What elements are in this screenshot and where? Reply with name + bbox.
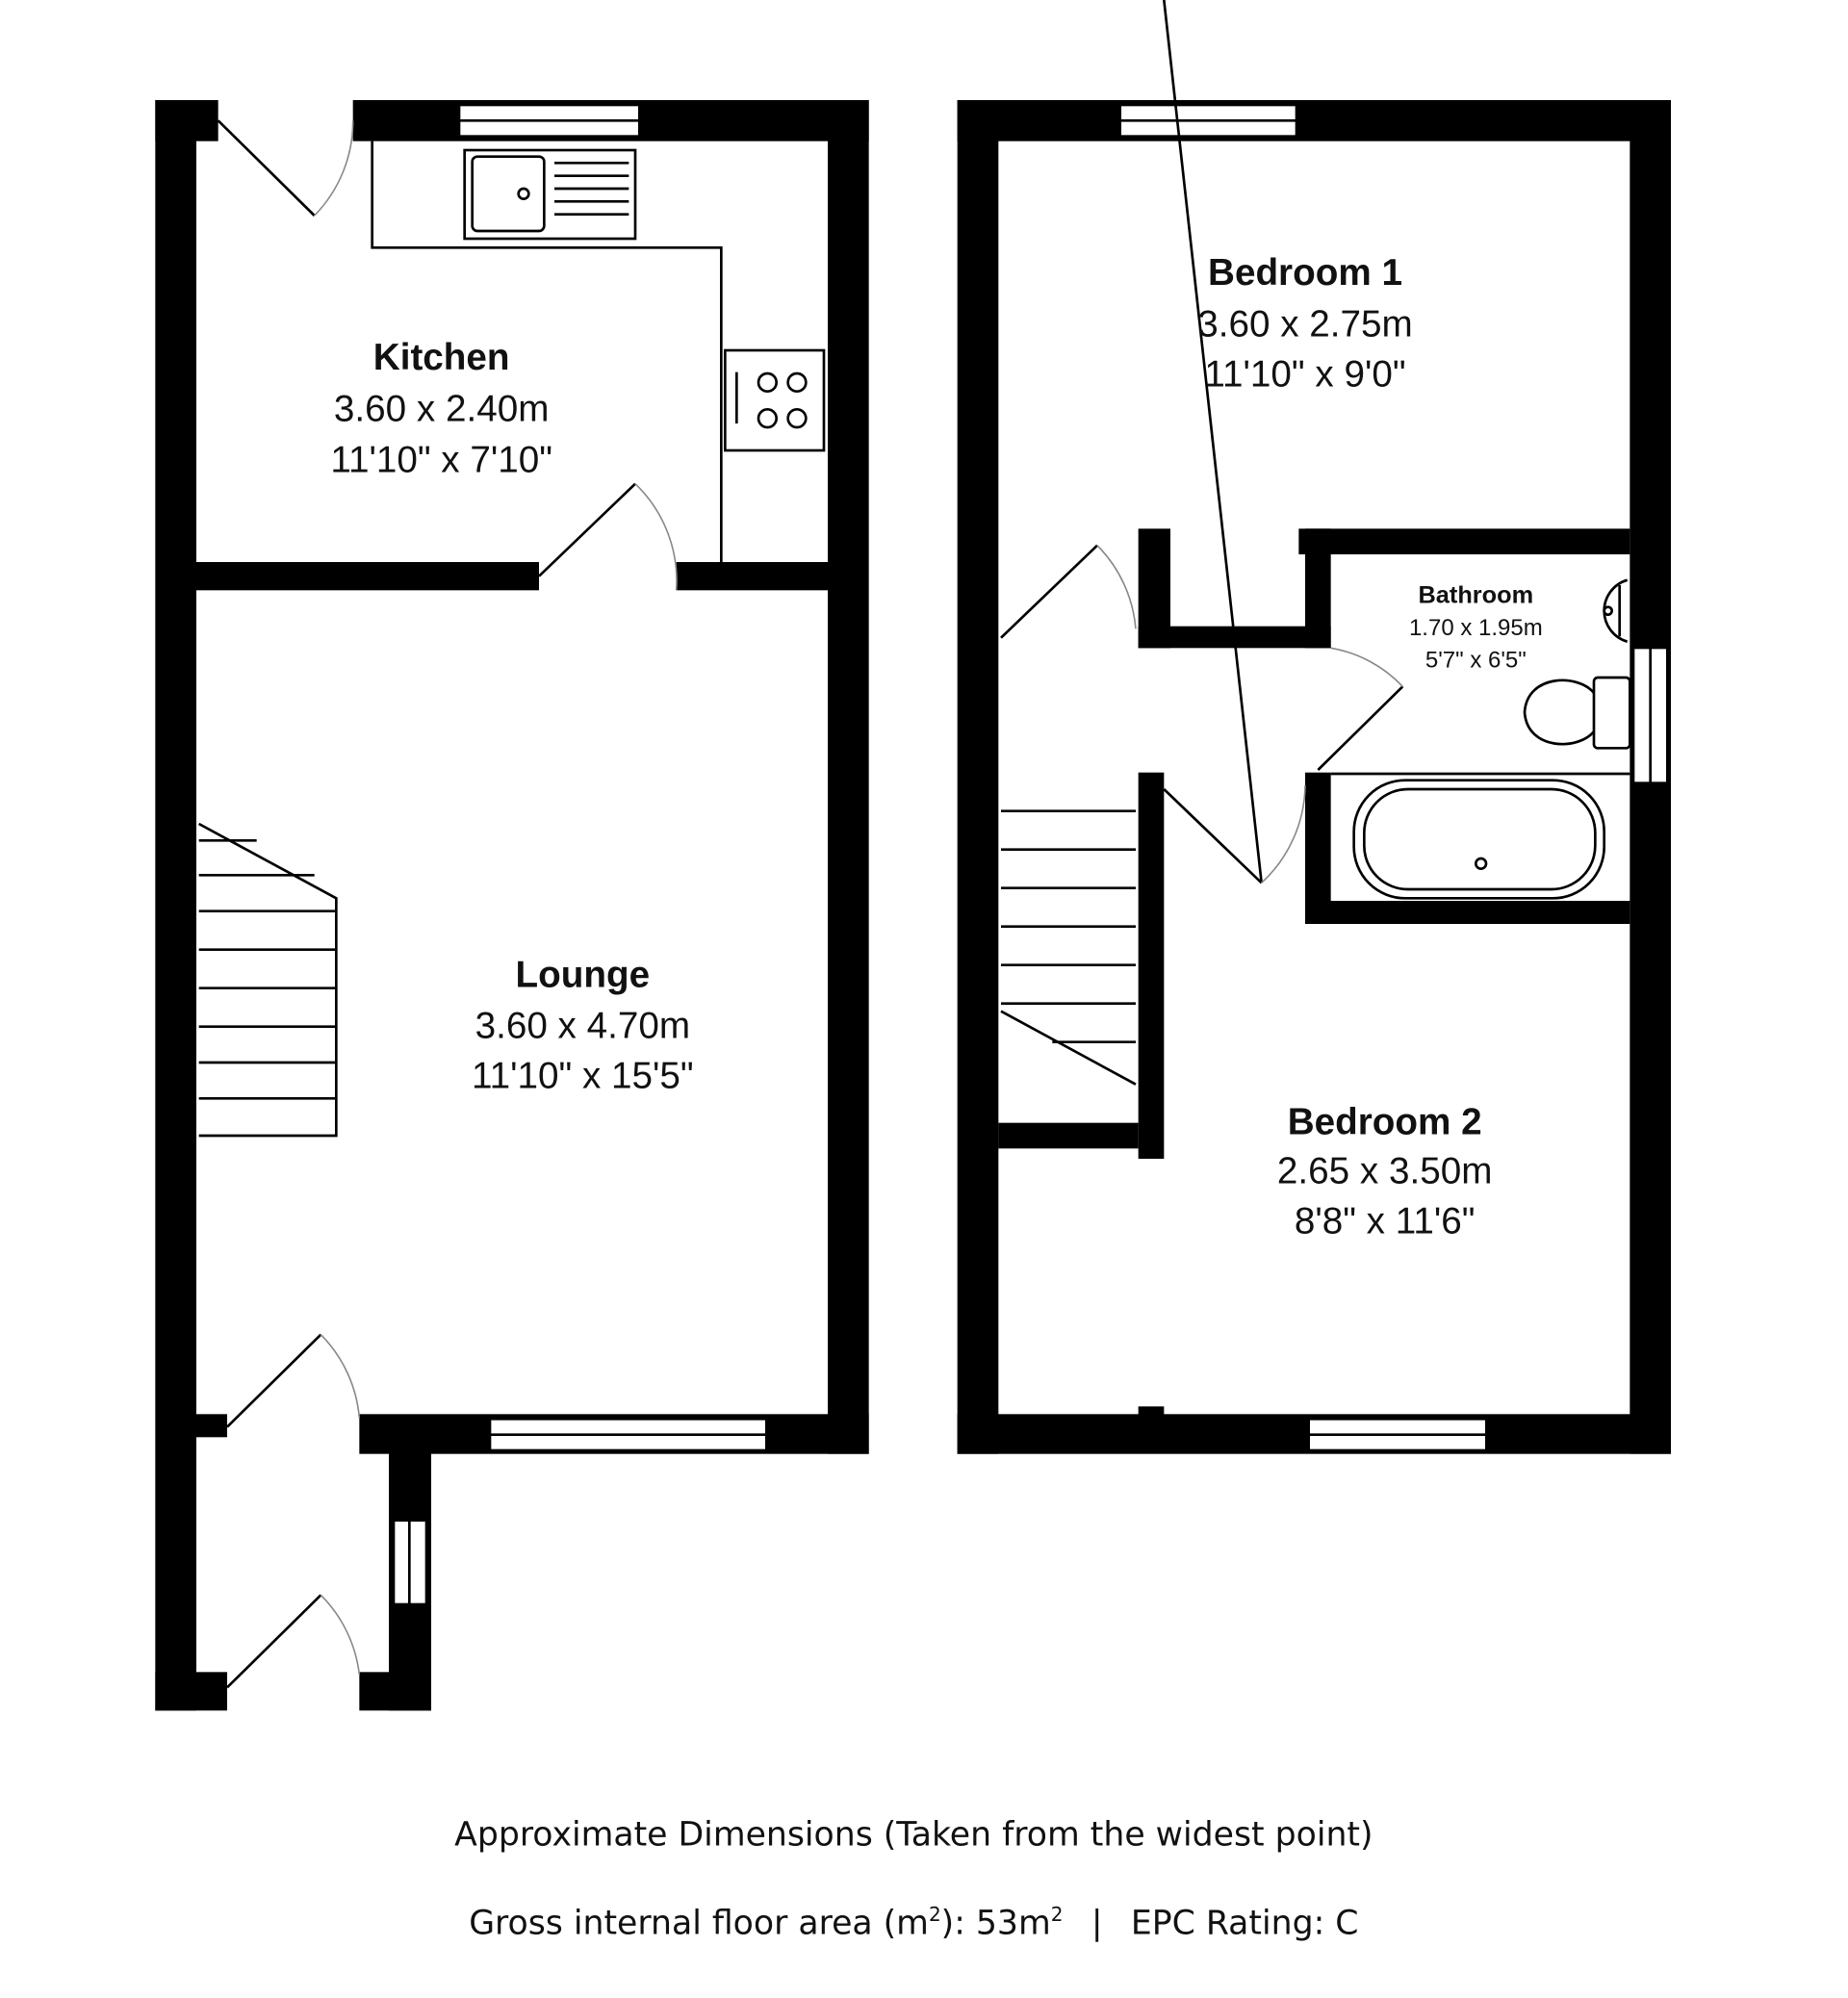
wall [1305, 772, 1331, 924]
room-name-bedroom2: Bedroom 2 [1288, 1102, 1482, 1143]
epc-rating: EPC Rating: C [1131, 1904, 1359, 1942]
door-icon [538, 482, 636, 577]
room-imperial-lounge: 11'10" x 15'5" [472, 1056, 694, 1097]
door-icon [1317, 685, 1404, 771]
wall [957, 100, 1671, 141]
wall [957, 100, 999, 1454]
wall [155, 1672, 227, 1711]
wall [1138, 772, 1165, 1159]
wall [196, 562, 539, 591]
room-metric-bathroom: 1.70 x 1.95m [1409, 615, 1543, 641]
door-icon [1000, 544, 1098, 639]
door-icon [226, 1333, 322, 1428]
area-sup2: 2 [1051, 1903, 1064, 1926]
area-label: Gross internal floor area (m [469, 1904, 929, 1942]
wall [998, 1122, 1139, 1149]
area-sup: 2 [929, 1903, 941, 1926]
wall [196, 1414, 227, 1438]
door-icon [217, 119, 316, 217]
room-name-lounge: Lounge [516, 954, 651, 995]
room-imperial-bedroom1: 11'10" x 9'0" [1204, 353, 1405, 395]
basin-icon [1603, 578, 1629, 643]
room-name-kitchen: Kitchen [373, 337, 510, 378]
wall [676, 562, 828, 591]
door-icon [1163, 0, 1263, 884]
toilet-icon [1523, 676, 1631, 750]
room-name-bedroom1: Bedroom 1 [1208, 252, 1402, 294]
sink-icon [463, 148, 637, 241]
wall [828, 100, 869, 1454]
hob-icon [724, 348, 826, 452]
room-imperial-bedroom2: 8'8" x 11'6" [1295, 1200, 1476, 1242]
wall [1298, 528, 1630, 554]
ground-floor: Kitchen 3.60 x 2.40m 11'10" x 7'10" Loun… [155, 100, 869, 1711]
wall [359, 1672, 431, 1711]
dimensions-note: Approximate Dimensions (Taken from the w… [454, 1815, 1373, 1854]
area-value: ): 53m [941, 1904, 1051, 1942]
separator: | [1091, 1904, 1103, 1942]
room-imperial-kitchen: 11'10" x 7'10" [330, 440, 552, 481]
room-metric-lounge: 3.60 x 4.70m [475, 1006, 690, 1047]
wall [155, 100, 218, 141]
room-metric-bedroom2: 2.65 x 3.50m [1277, 1150, 1492, 1191]
wall [155, 100, 196, 1711]
door-icon [226, 1594, 322, 1689]
stairs-icon [1000, 809, 1137, 1086]
room-metric-bedroom1: 3.60 x 2.75m [1197, 303, 1412, 345]
bath-icon [1352, 779, 1605, 900]
first-floor: Bedroom 1 3.60 x 2.75m 11'10" x 9'0" Bat… [957, 0, 1671, 1454]
wall [1305, 901, 1630, 924]
room-imperial-bathroom: 5'7" x 6'5" [1425, 647, 1527, 673]
room-metric-kitchen: 3.60 x 2.40m [334, 388, 549, 429]
area-epc-line: Gross internal floor area (m2): 53m2|EPC… [469, 1903, 1358, 1942]
room-name-bathroom: Bathroom [1419, 582, 1534, 609]
stairs-icon [198, 822, 338, 1138]
